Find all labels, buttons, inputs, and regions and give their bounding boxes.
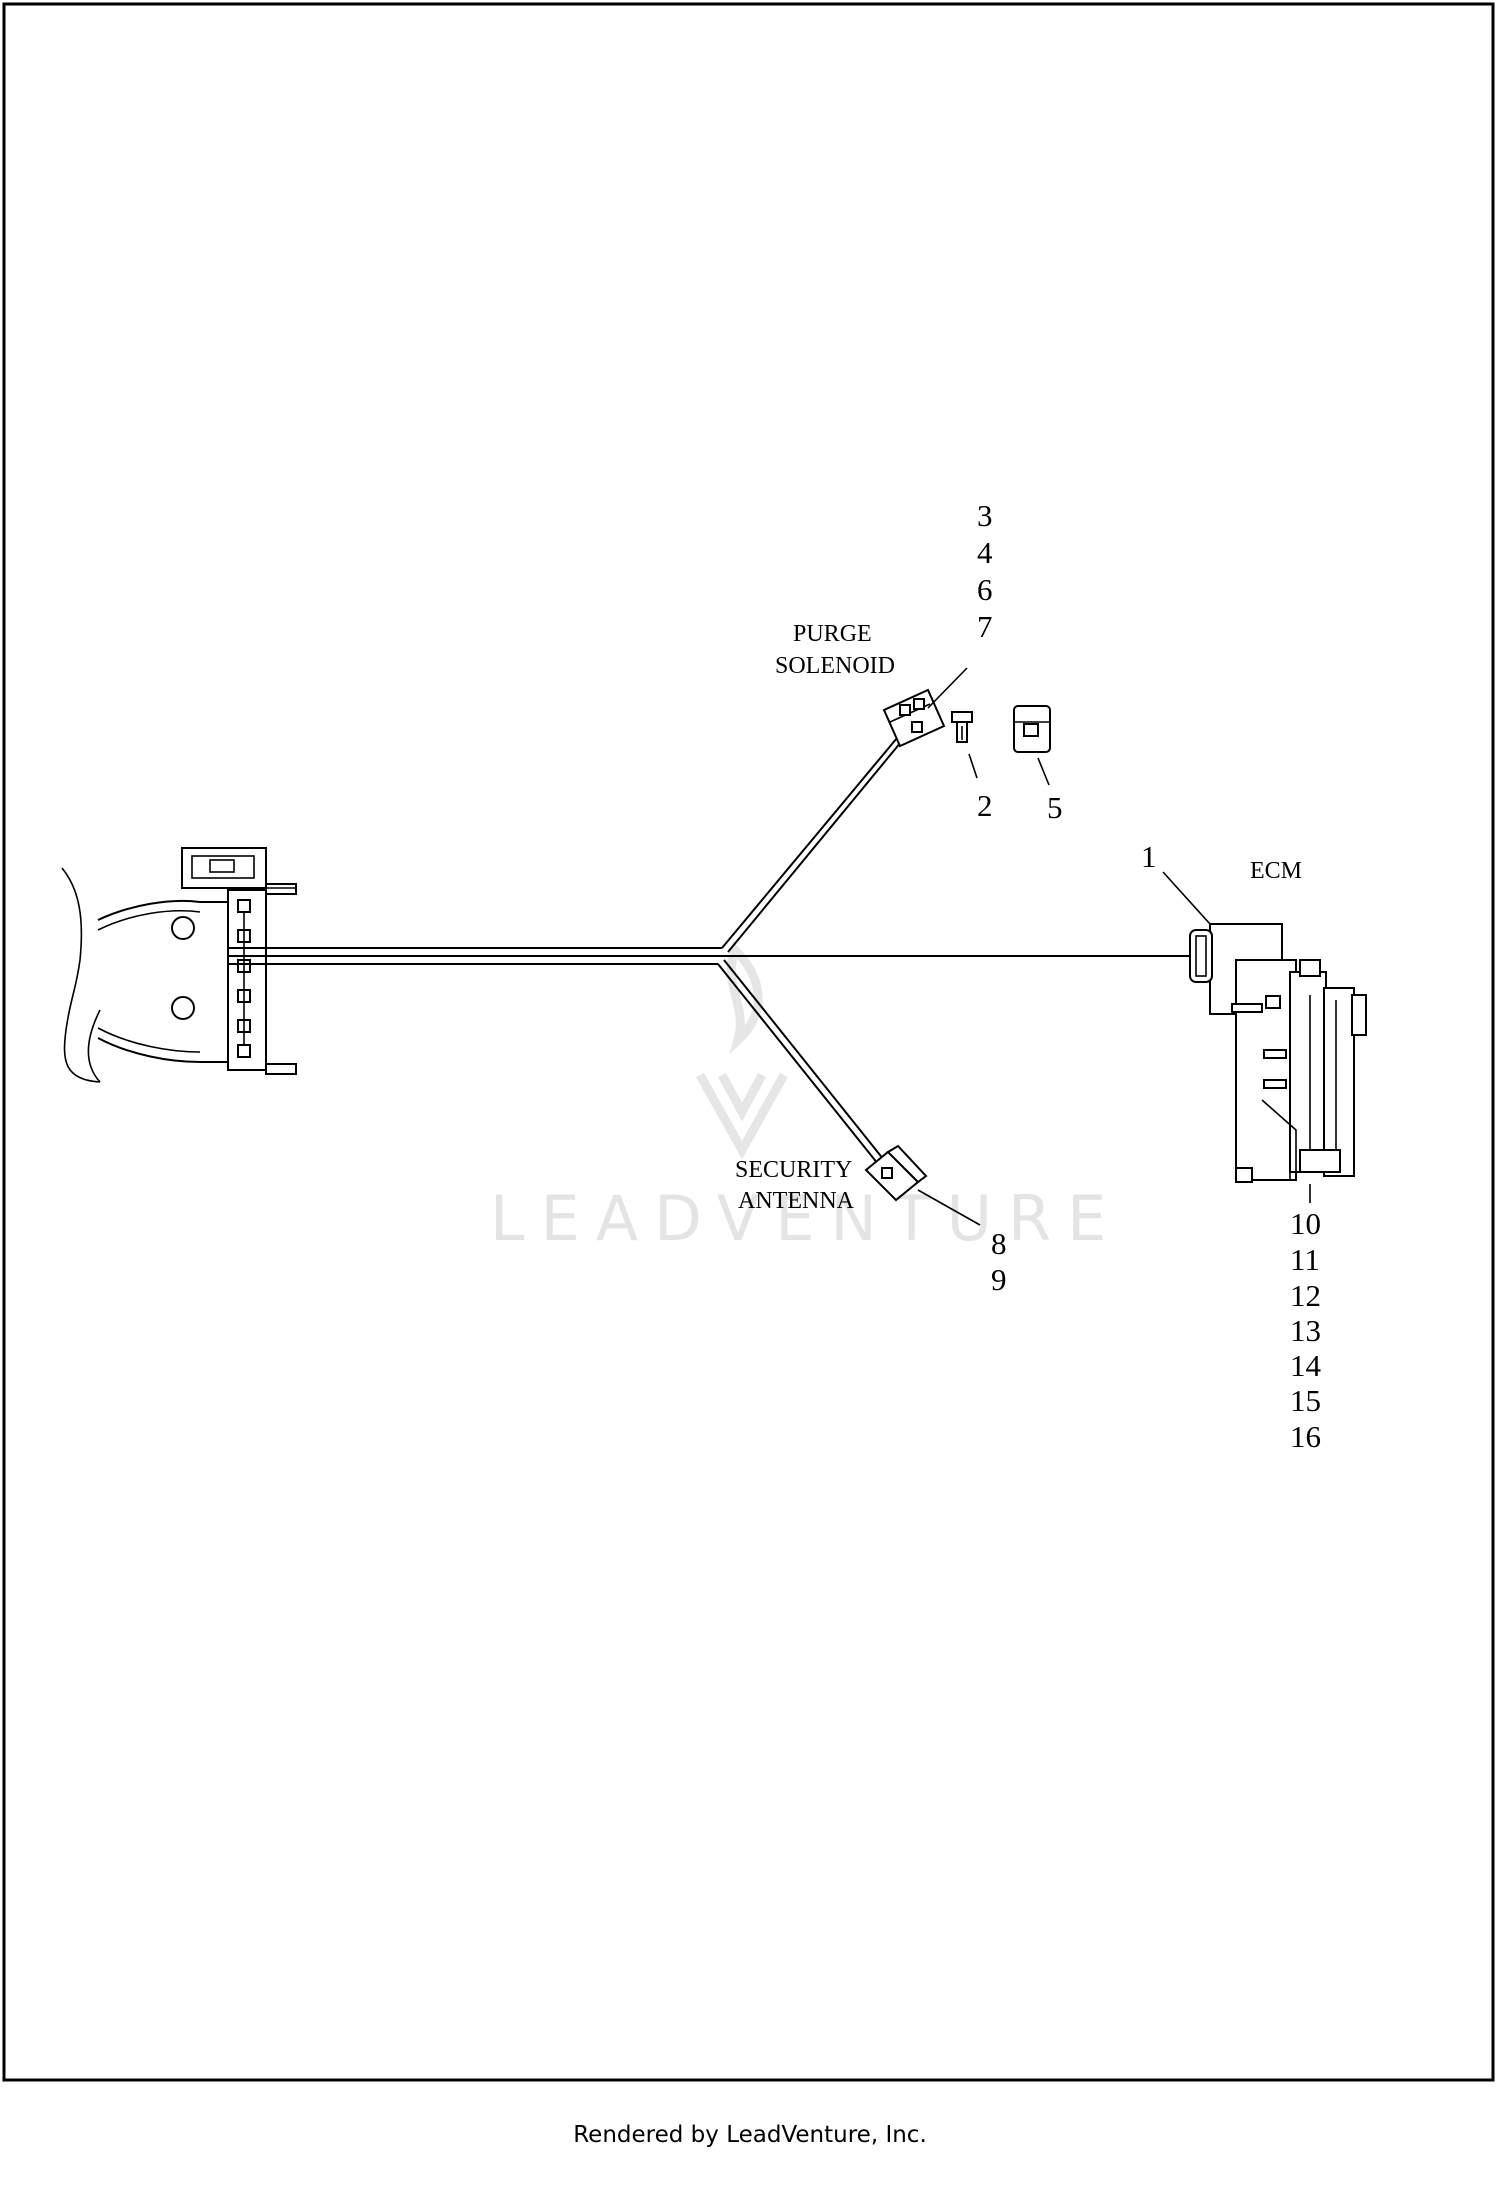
purge-solenoid-label-2: SOLENOID	[775, 653, 895, 679]
frame-bracket	[61, 847, 297, 1083]
callout-11: 11	[1290, 1242, 1320, 1277]
callout-12: 12	[1290, 1278, 1321, 1313]
callout-15: 15	[1290, 1383, 1321, 1418]
callout-numbers: 3 4 6 7 2 5 1 8 9 10 11 12 13 14 15 16	[977, 498, 1322, 1454]
footer-credit: Rendered by LeadVenture, Inc.	[573, 2122, 927, 2148]
item-5-seal	[1013, 705, 1051, 753]
callout-3: 3	[977, 498, 993, 533]
security-antenna-label-1: SECURITY	[735, 1157, 852, 1183]
callout-14: 14	[1290, 1348, 1322, 1383]
callout-6: 6	[977, 572, 993, 607]
diagram-border	[2, 2, 1495, 2082]
watermark-text: LEADVENTURE	[490, 1182, 1122, 1255]
callout-7: 7	[977, 609, 993, 644]
wiring-harness	[228, 737, 1190, 1165]
purge-solenoid-label-1: PURGE	[793, 621, 872, 647]
callout-16: 16	[1290, 1419, 1321, 1454]
part-labels: PURGE SOLENOID ECM SECURITY ANTENNA	[735, 621, 1302, 1214]
ecm-module	[1189, 923, 1367, 1183]
watermark: LEADVENTURE	[490, 941, 1122, 1255]
security-antenna-label-2: ANTENNA	[738, 1188, 855, 1214]
callout-2: 2	[977, 788, 993, 823]
security-antenna-connector	[864, 1144, 928, 1202]
callout-1: 1	[1141, 839, 1157, 874]
watermark-logo	[696, 941, 788, 1160]
callout-4: 4	[977, 535, 993, 570]
callout-9: 9	[991, 1262, 1007, 1297]
callout-5: 5	[1047, 790, 1063, 825]
callout-10: 10	[1290, 1206, 1321, 1241]
leader-lines	[917, 667, 1311, 1226]
callout-13: 13	[1290, 1313, 1321, 1348]
item-2-terminal	[951, 711, 973, 743]
ecm-label: ECM	[1250, 858, 1302, 884]
callout-8: 8	[991, 1226, 1007, 1261]
purge-solenoid-connector	[882, 688, 946, 748]
